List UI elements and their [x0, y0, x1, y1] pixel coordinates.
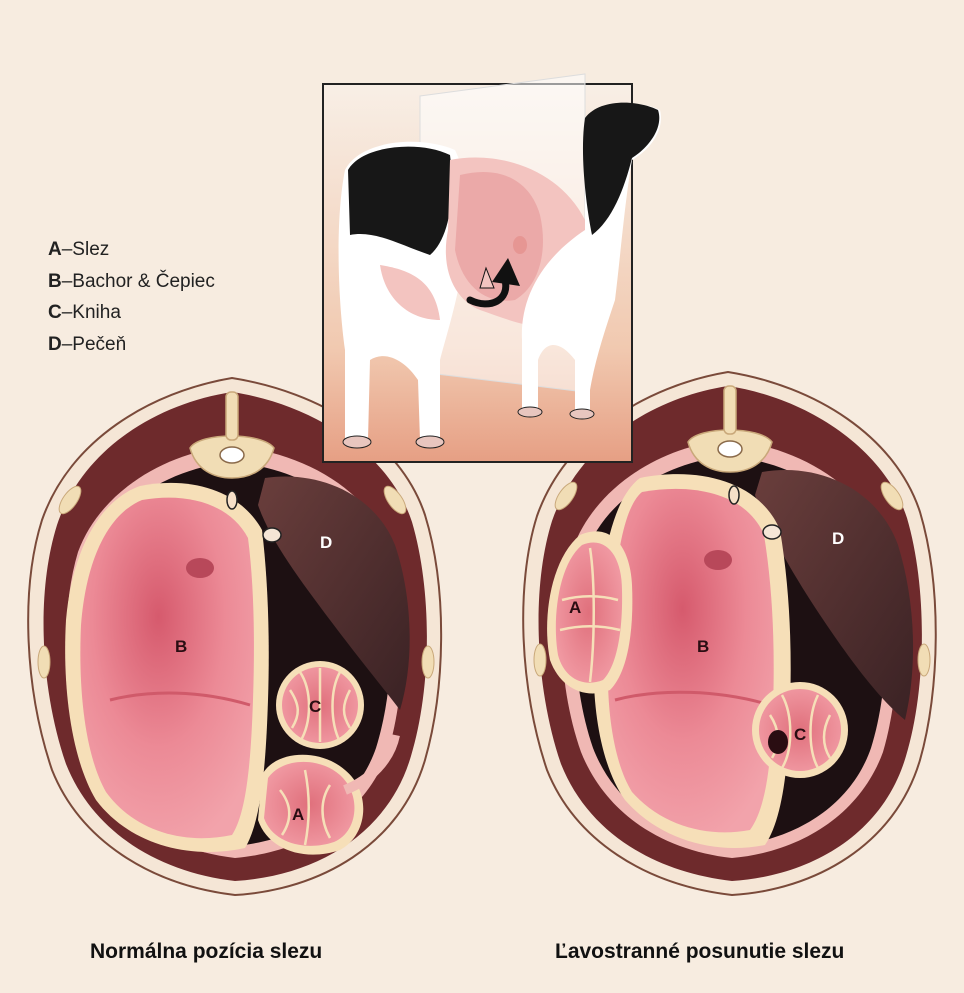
right-label-c: C: [794, 725, 806, 744]
legend-text: –Bachor & Čepiec: [62, 271, 215, 292]
left-label-c: C: [309, 697, 321, 716]
left-label-d: D: [320, 533, 332, 552]
left-omasum: C: [276, 661, 364, 749]
right-label-b: B: [697, 637, 709, 656]
legend-letter: A: [48, 239, 62, 260]
cow-inset: [323, 74, 661, 462]
left-label-a: A: [292, 805, 304, 824]
legend-letter: D: [48, 334, 62, 355]
caption-left-displacement: Ľavostranné posunutie slezu: [555, 940, 844, 964]
legend-item-c: C–Kniha: [48, 297, 215, 329]
right-omasum: C: [752, 682, 848, 778]
legend-letter: C: [48, 302, 62, 323]
left-rumen: [80, 498, 254, 839]
legend-text: –Kniha: [62, 302, 121, 323]
legend-item-b: B–Bachor & Čepiec: [48, 266, 215, 298]
right-label-d: D: [832, 529, 844, 548]
legend-text: –Slez: [62, 239, 110, 260]
legend-text: –Pečeň: [62, 334, 126, 355]
legend-item-a: A–Slez: [48, 234, 215, 266]
left-label-b: B: [175, 637, 187, 656]
legend-letter: B: [48, 271, 62, 292]
legend-item-d: D–Pečeň: [48, 329, 215, 361]
legend: A–Slez B–Bachor & Čepiec C–Kniha D–Pečeň: [48, 234, 215, 360]
right-label-a: A: [569, 598, 581, 617]
caption-normal-position: Normálna pozícia slezu: [90, 940, 322, 964]
right-rumen: [608, 489, 774, 833]
